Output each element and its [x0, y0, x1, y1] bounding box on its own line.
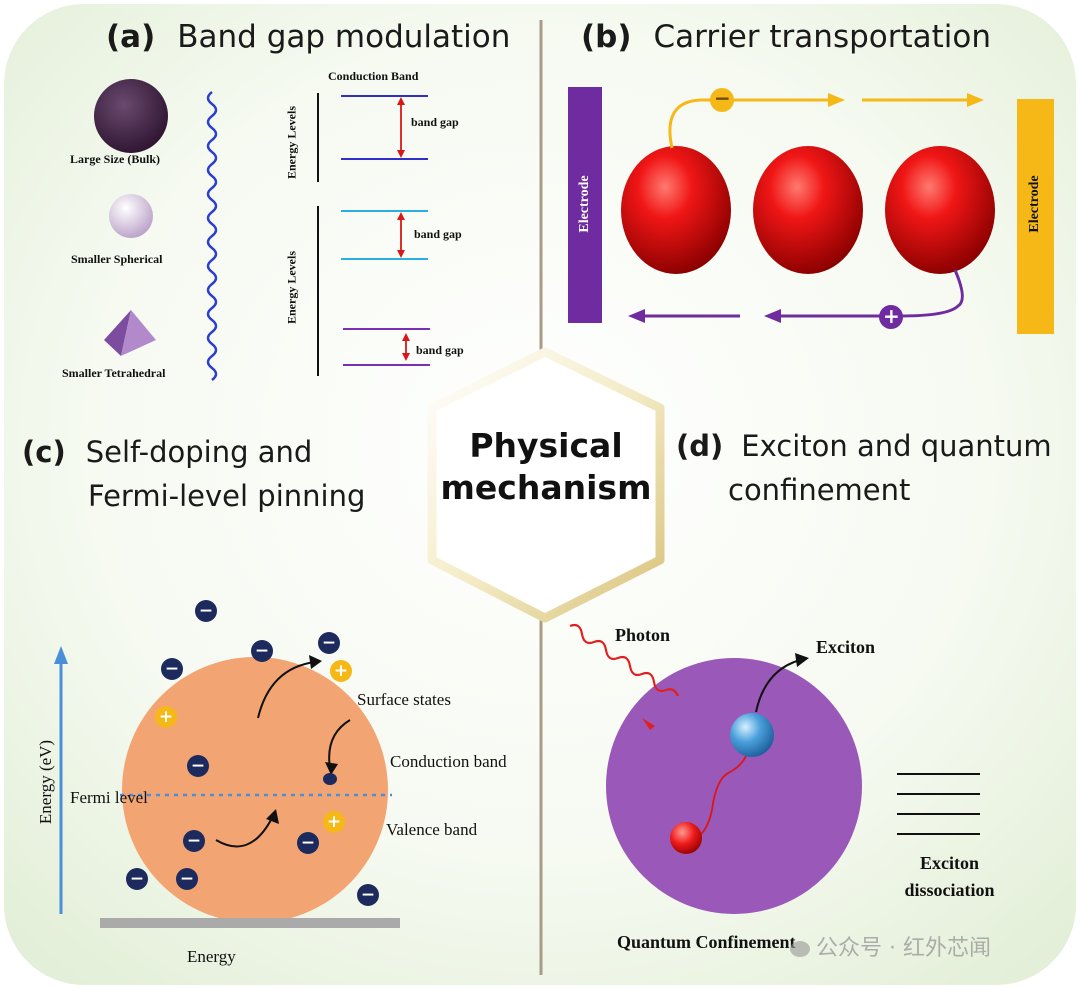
hole-marker: + — [330, 660, 352, 682]
energy-bottom-label: Energy — [187, 947, 236, 966]
fermi-level-label: Fermi level — [70, 788, 148, 807]
electron-marker: − — [195, 600, 217, 622]
panel-c-title-line-1: Self-doping and — [85, 435, 313, 469]
valence-band-label: Valence band — [386, 820, 478, 839]
band-gap-label-2: band gap — [414, 227, 462, 241]
panel-c-letter: (c) — [22, 435, 66, 469]
electron-marker: − — [357, 884, 379, 906]
electrode-left-label: Electrode — [577, 175, 592, 233]
center-title-line-1: Physical — [469, 426, 623, 465]
electron-marker: − — [187, 755, 209, 777]
conduction-band-label-c: Conduction band — [390, 752, 507, 771]
watermark-text: 公众号 · 红外芯闻 — [816, 936, 991, 961]
watermark: 公众号 · 红外芯闻 — [790, 930, 991, 962]
panel-d-title-line-1: Exciton and quantum — [741, 429, 1052, 463]
hole-charge: + — [883, 304, 900, 328]
wechat-icon — [790, 941, 810, 957]
panel-d-title-line-2: confinement — [728, 473, 911, 507]
panel-d-letter: (d) — [676, 429, 724, 463]
electron-marker: − — [318, 632, 340, 654]
panel-d-title: (d) Exciton and quantum confinement — [676, 424, 1052, 512]
exciton-dissociation-label: Exciton dissociation — [882, 850, 1017, 904]
hole-marker: + — [323, 811, 345, 833]
surface-states-label: Surface states — [357, 690, 451, 709]
exciton-dissociation-line-1: Exciton — [919, 853, 979, 873]
panel-a-title-text: Band gap modulation — [177, 19, 511, 55]
panel-b-letter: (b) — [581, 19, 632, 55]
electron-marker: − — [161, 658, 183, 680]
band-gap-label-1: band gap — [411, 115, 459, 129]
panel-c-title: (c) Self-doping and Fermi-level pinning — [22, 430, 365, 518]
electron-marker: − — [297, 832, 319, 854]
conduction-band-label: Conduction Band — [328, 69, 419, 83]
center-title: Physical mechanism — [432, 425, 660, 509]
band-gap-label-3: band gap — [416, 343, 464, 357]
panel-a-title: (a) Band gap modulation — [106, 22, 510, 53]
energy-levels-axis-2: Energy Levels — [284, 251, 299, 324]
electron-charge: − — [714, 86, 731, 110]
panel-b-title-text: Carrier transportation — [653, 19, 992, 55]
energy-ev-axis-label: Energy (eV) — [36, 739, 55, 825]
panel-b-title: (b) Carrier transportation — [581, 22, 991, 53]
electron-marker: − — [251, 640, 273, 662]
size-label-spherical: Smaller Spherical — [71, 252, 163, 266]
electron-marker: − — [183, 830, 205, 852]
wavy-separator — [206, 91, 218, 381]
photon-label: Photon — [615, 625, 671, 645]
exciton-label: Exciton — [816, 637, 876, 657]
panel-a-letter: (a) — [106, 19, 156, 55]
energy-levels-axis-1: Energy Levels — [284, 106, 299, 179]
panel-c-title-line-2: Fermi-level pinning — [88, 479, 366, 513]
quantum-confinement-label: Quantum Confinement — [617, 932, 796, 952]
size-label-tetrahedral: Smaller Tetrahedral — [62, 366, 166, 380]
center-title-line-2: mechanism — [440, 468, 652, 507]
exciton-dissociation-line-2: dissociation — [904, 880, 995, 900]
hole-marker: + — [155, 706, 177, 728]
electron-marker: − — [126, 868, 148, 890]
electrode-right-label: Electrode — [1027, 175, 1042, 233]
size-label-bulk: Large Size (Bulk) — [70, 152, 160, 166]
electron-marker: − — [176, 868, 198, 890]
